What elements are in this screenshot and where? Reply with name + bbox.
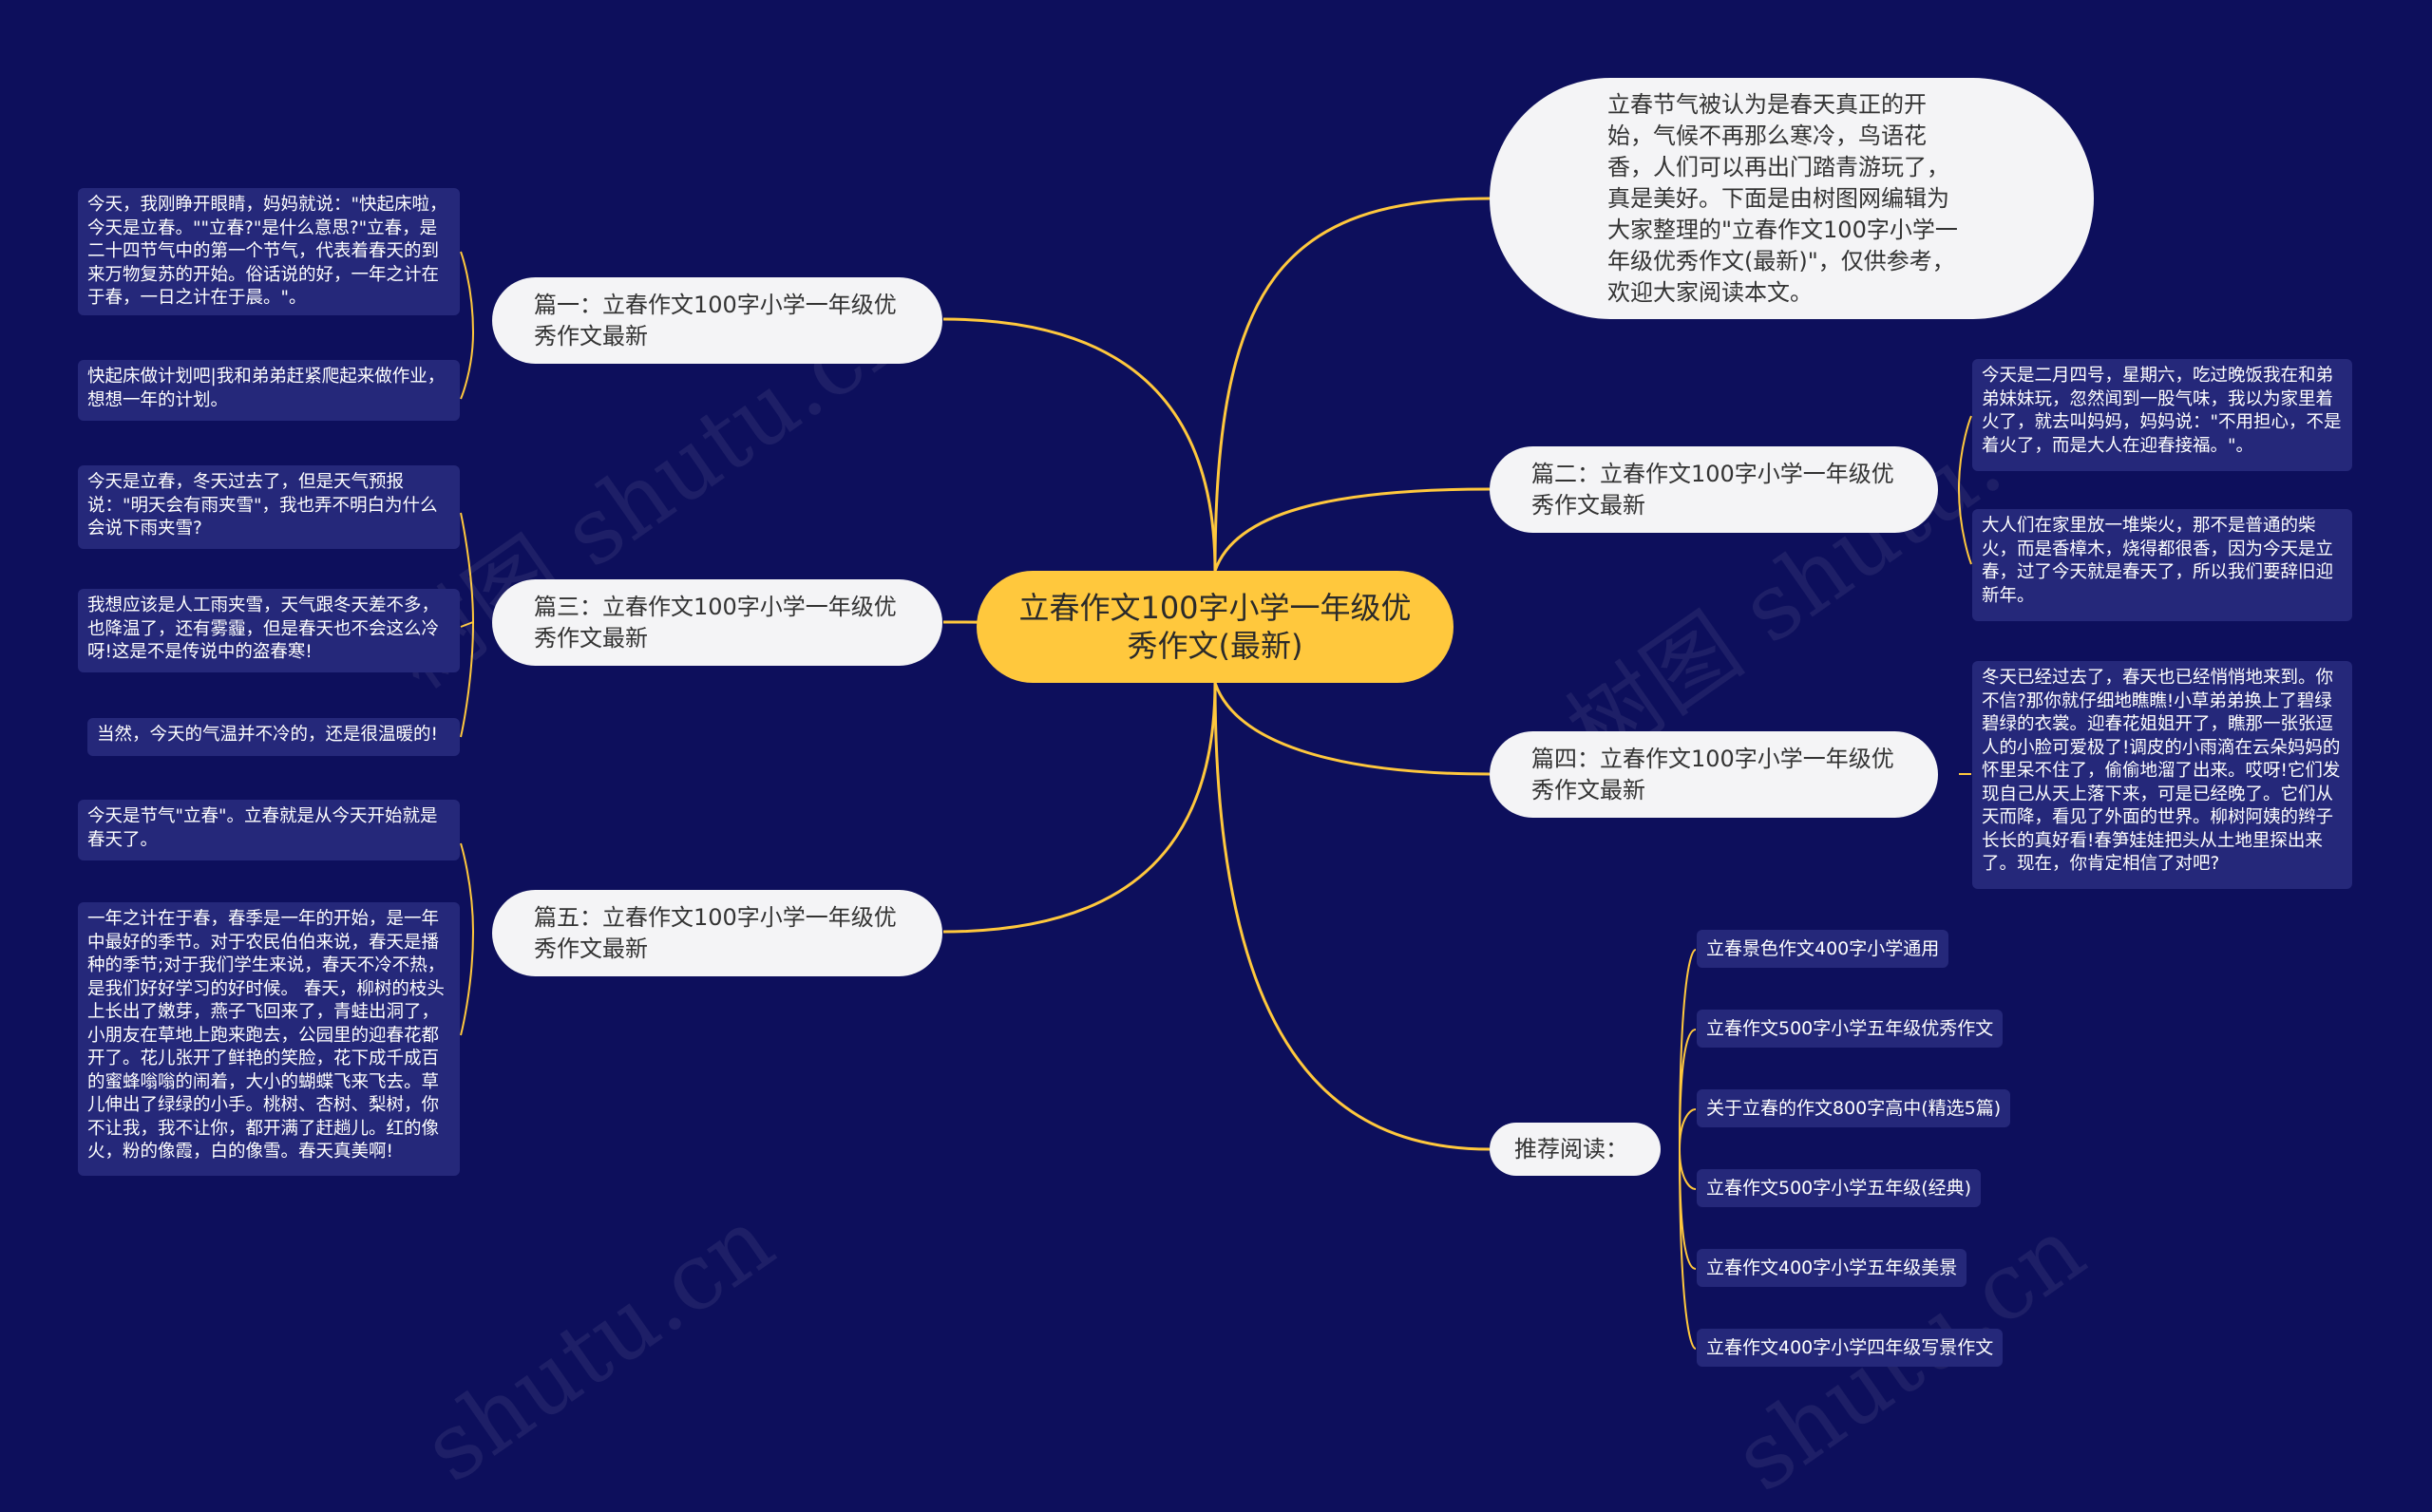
rec-link-label: 立春作文400字小学四年级写景作文 <box>1706 1337 1994 1358</box>
rec-link-label: 立春作文500字小学五年级优秀作文 <box>1706 1018 1994 1039</box>
leaf-p1-1: 今天，我刚睁开眼睛，妈妈就说："快起床啦，今天是立春。""立春?"是什么意思?"… <box>78 188 460 315</box>
leaf-p3-2: 我想应该是人工雨夹雪，天气跟冬天差不多，也降温了，还有雾霾，但是春天也不会这么冷… <box>78 589 460 672</box>
leaf-p3-3: 当然，今天的气温并不冷的，还是很温暖的! <box>87 718 460 756</box>
leaf-p2-1: 今天是二月四号，星期六，吃过晚饭我在和弟弟妹妹玩，忽然闻到一股气味，我以为家里着… <box>1972 359 2352 471</box>
rec-link[interactable]: 立春作文400字小学五年级美景 <box>1697 1249 1967 1287</box>
link-p5-l2 <box>460 931 474 1036</box>
link-p1-l2 <box>460 331 474 400</box>
leaf-text: 今天，我刚睁开眼睛，妈妈就说："快起床啦，今天是立春。""立春?"是什么意思?"… <box>87 195 447 308</box>
link-rec-3 <box>1679 1108 1697 1150</box>
mind-map-canvas: 树图 shutu.cn 树图 shutu.cn shutu.cn shutu.c… <box>78 78 2352 1512</box>
link-p5-l1 <box>460 842 474 933</box>
leaf-text: 今天是立春，冬天过去了，但是天气预报说："明天会有雨夹雪"，我也弄不明白为什么会… <box>87 472 438 539</box>
link-p2-l2 <box>1958 488 1972 565</box>
link-rec-6 <box>1679 1148 1697 1350</box>
leaf-p3-1: 今天是立春，冬天过去了，但是天气预报说："明天会有雨夹雪"，我也弄不明白为什么会… <box>78 465 460 549</box>
leaf-text: 今天是二月四号，星期六，吃过晚饭我在和弟弟妹妹玩，忽然闻到一股气味，我以为家里着… <box>1982 366 2342 456</box>
leaf-text: 快起床做计划吧|我和弟弟赶紧爬起来做作业，想想一年的计划。 <box>87 367 446 410</box>
link-p2-l1 <box>1958 415 1972 490</box>
branch-p4-label: 篇四：立春作文100字小学一年级优秀作文最新 <box>1531 745 1894 803</box>
rec-link[interactable]: 立春作文500字小学五年级(经典) <box>1697 1169 1982 1207</box>
link-root-p1 <box>942 317 1217 572</box>
branch-p1[interactable]: 篇一：立春作文100字小学一年级优秀作文最新 <box>492 277 942 364</box>
branch-p2[interactable]: 篇二：立春作文100字小学一年级优秀作文最新 <box>1490 446 1938 533</box>
leaf-text: 我想应该是人工雨夹雪，天气跟冬天差不多，也降温了，还有雾霾，但是春天也不会这么冷… <box>87 595 440 662</box>
branch-p1-label: 篇一：立春作文100字小学一年级优秀作文最新 <box>534 291 897 350</box>
rec-link-label: 立春景色作文400字小学通用 <box>1706 938 1940 959</box>
link-root-intro <box>1213 197 1491 572</box>
branch-p2-label: 篇二：立春作文100字小学一年级优秀作文最新 <box>1531 460 1894 519</box>
leaf-text: 一年之计在于春，春季是一年的开始，是一年中最好的季节。对于农民伯伯来说，春天是播… <box>87 909 446 1162</box>
intro-node[interactable]: 立春节气被认为是春天真正的开始，气候不再那么寒冷，鸟语花香，人们可以再出门踏青游… <box>1490 78 2094 319</box>
leaf-p1-2: 快起床做计划吧|我和弟弟赶紧爬起来做作业，想想一年的计划。 <box>78 360 460 421</box>
link-root-p2 <box>1213 487 1491 572</box>
root-title: 立春作文100字小学一年级优秀作文(最新) <box>1018 590 1412 664</box>
link-p3-l2 <box>460 621 474 628</box>
branch-rec-label: 推荐阅读： <box>1514 1135 1628 1162</box>
branch-p5-label: 篇五：立春作文100字小学一年级优秀作文最新 <box>534 903 897 962</box>
leaf-p5-2: 一年之计在于春，春季是一年的开始，是一年中最好的季节。对于农民伯伯来说，春天是播… <box>78 902 460 1176</box>
connector-lines <box>460 197 1972 1350</box>
leaf-text: 冬天已经过去了，春天也已经悄悄地来到。你不信?那你就仔细地瞧瞧!小草弟弟换上了碧… <box>1982 668 2341 874</box>
link-root-rec <box>1213 682 1491 1151</box>
leaf-p2-2: 大人们在家里放一堆柴火，那不是普通的柴火，而是香樟木，烧得都很香，因为今天是立春… <box>1972 509 2352 621</box>
leaf-text: 今天是节气"立春"。立春就是从今天开始就是春天了。 <box>87 806 438 850</box>
rec-link-label: 立春作文500字小学五年级(经典) <box>1706 1178 1972 1199</box>
rec-link-label: 立春作文400字小学五年级美景 <box>1706 1257 1958 1278</box>
link-root-p4 <box>1213 682 1491 776</box>
branch-p3-label: 篇三：立春作文100字小学一年级优秀作文最新 <box>534 593 897 652</box>
rec-link-label: 关于立春的作文800字高中(精选5篇) <box>1706 1098 2002 1119</box>
root-topic[interactable]: 立春作文100字小学一年级优秀作文(最新) <box>977 571 1454 683</box>
rec-link[interactable]: 关于立春的作文800字高中(精选5篇) <box>1697 1089 2011 1127</box>
leaf-p4-1: 冬天已经过去了，春天也已经悄悄地来到。你不信?那你就仔细地瞧瞧!小草弟弟换上了碧… <box>1972 661 2352 889</box>
branch-p3[interactable]: 篇三：立春作文100字小学一年级优秀作文最新 <box>492 579 942 666</box>
rec-link[interactable]: 立春作文400字小学四年级写景作文 <box>1697 1329 2004 1367</box>
leaf-text: 大人们在家里放一堆柴火，那不是普通的柴火，而是香樟木，烧得都很香，因为今天是立春… <box>1982 516 2334 606</box>
intro-text: 立春节气被认为是春天真正的开始，气候不再那么寒冷，鸟语花香，人们可以再出门踏青游… <box>1607 90 1958 306</box>
link-rec-1 <box>1679 949 1697 1150</box>
link-root-p5 <box>942 682 1217 934</box>
leaf-text: 当然，今天的气温并不冷的，还是很温暖的! <box>97 725 438 745</box>
link-p3-l1 <box>460 512 474 623</box>
branch-rec[interactable]: 推荐阅读： <box>1490 1123 1661 1176</box>
link-rec-4 <box>1679 1148 1697 1190</box>
leaf-p5-1: 今天是节气"立春"。立春就是从今天开始就是春天了。 <box>78 800 460 860</box>
rec-link[interactable]: 立春作文500字小学五年级优秀作文 <box>1697 1010 2004 1048</box>
branch-p5[interactable]: 篇五：立春作文100字小学一年级优秀作文最新 <box>492 890 942 976</box>
link-rec-2 <box>1679 1029 1697 1150</box>
link-p3-l3 <box>460 621 474 738</box>
link-p1-l1 <box>460 251 474 333</box>
rec-link[interactable]: 立春景色作文400字小学通用 <box>1697 930 1949 968</box>
branch-p4[interactable]: 篇四：立春作文100字小学一年级优秀作文最新 <box>1490 731 1938 818</box>
